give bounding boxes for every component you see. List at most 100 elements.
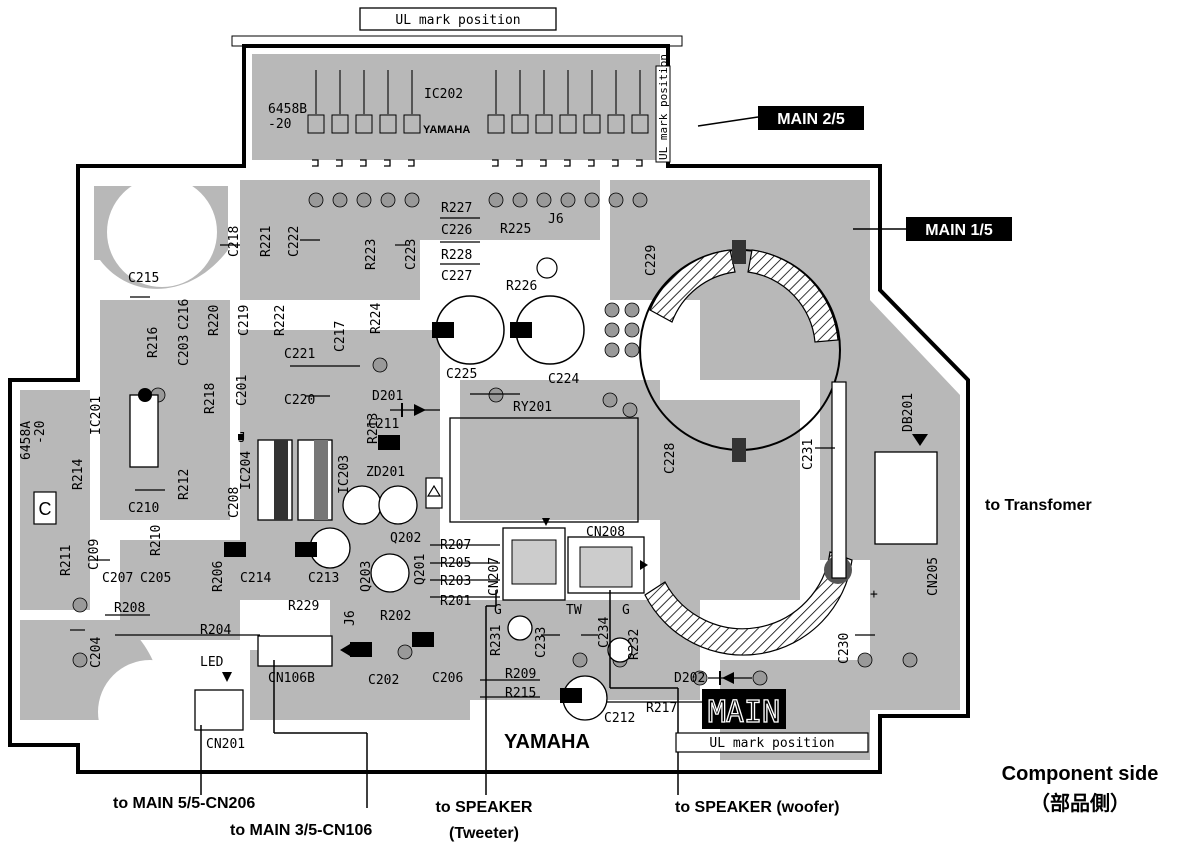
diode-d201 [390, 403, 440, 417]
svg-text:C: C [39, 499, 52, 519]
zener-zd201 [425, 477, 443, 509]
connector-cn201 [194, 672, 244, 731]
led-label: LED [200, 655, 224, 670]
svg-text:MAIN: MAIN [708, 695, 780, 730]
ref-c210: C210 [128, 501, 159, 516]
ref-r221: R221 [259, 226, 274, 257]
ref-db201: DB201 [901, 393, 916, 432]
component-side-label: Component side [1002, 763, 1159, 785]
ground-mark-1: G [494, 603, 502, 618]
ref-q201: Q201 [413, 554, 428, 585]
ref-c215: C215 [128, 271, 159, 286]
ref-zd201: ZD201 [366, 465, 405, 480]
capacitor-c224 [510, 295, 585, 365]
svg-text:UL mark position: UL mark position [657, 54, 670, 160]
connector-cn106b [257, 635, 350, 667]
part-number-6458a-rev: -20 [33, 421, 48, 444]
ref-d201: D201 [372, 389, 403, 404]
ref-r222: R222 [273, 305, 288, 336]
ref-r201: R201 [440, 594, 471, 609]
ref-c222: C222 [287, 226, 302, 257]
ref-r213: R213 [366, 413, 381, 444]
ref-q202: Q202 [390, 531, 421, 546]
ref-c204: C204 [89, 637, 104, 668]
callout-transformer: to Transfomer [985, 497, 1092, 514]
ref-c217: C217 [333, 321, 348, 352]
ref-r232: R232 [627, 629, 642, 660]
callout-main-5-5-cn206: to MAIN 5/5-CN206 [113, 795, 255, 812]
ref-c220: C220 [284, 393, 315, 408]
ref-ic201: IC201 [89, 396, 104, 435]
ref-r210: R210 [149, 525, 164, 556]
ref-r212: R212 [177, 469, 192, 500]
capacitor-c225 [432, 295, 505, 365]
ref-c223: C223 [404, 239, 419, 270]
ref-r217: R217 [646, 701, 677, 716]
ref-cn201: CN201 [206, 737, 245, 752]
ref-r202: R202 [380, 609, 411, 624]
ref-r229: R229 [288, 599, 319, 614]
svg-text:MAIN 1/5: MAIN 1/5 [925, 222, 993, 239]
svg-text:MAIN 2/5: MAIN 2/5 [777, 111, 845, 128]
ref-r216: R216 [146, 327, 161, 358]
ref-c225: C225 [446, 367, 477, 382]
silkscreen-lines [70, 217, 875, 703]
ul-mark-box-top: UL mark position [359, 7, 557, 31]
ref-r215: R215 [505, 686, 536, 701]
ref-c229: C229 [644, 245, 659, 276]
ref-r207: R207 [440, 538, 471, 553]
component-references: IC202 R227 C226 R228 C227 R225 J6 R226 C… [59, 87, 941, 752]
ref-ry201: RY201 [513, 400, 552, 415]
part-number-6458b-rev: -20 [268, 117, 291, 132]
ref-r224: R224 [369, 303, 384, 334]
ref-c209: C209 [87, 539, 102, 570]
vertical-ul-mark: UL mark position [655, 54, 671, 163]
ref-c233: C233 [534, 627, 549, 658]
main-stamp: MAIN [702, 689, 786, 731]
ref-c201: C201 [235, 375, 250, 406]
jumper-label: J [238, 431, 246, 446]
ref-r203: R203 [440, 574, 471, 589]
ref-r231: R231 [489, 625, 504, 656]
black-pads [224, 435, 582, 703]
callout-speaker-tweeter: to SPEAKER [436, 799, 533, 816]
ref-c230: C230 [837, 633, 852, 664]
ref-c231: C231 [801, 439, 816, 470]
ic204-heatsink [257, 439, 333, 521]
ref-c219: C219 [237, 305, 252, 336]
board-tag-main-2-5: MAIN 2/5 [758, 106, 864, 130]
ref-r208: R208 [114, 601, 145, 616]
ref-cn208: CN208 [586, 525, 625, 540]
ic202-leads [315, 70, 641, 115]
brand-yamaha-bottom: YAMAHA [504, 731, 590, 753]
part-number-6458b: 6458B [268, 102, 307, 117]
ref-c218: C218 [227, 226, 242, 257]
ref-q203: Q203 [359, 561, 374, 592]
ref-c206: C206 [432, 671, 463, 686]
board-tag-main-1-5: MAIN 1/5 [906, 217, 1012, 241]
connector-cn207 [502, 518, 566, 601]
ref-r220: R220 [207, 305, 222, 336]
c-marking-box: C [33, 491, 57, 525]
ref-cn106b: CN106B [268, 671, 315, 686]
callout-speaker-tweeter-sub: (Tweeter) [449, 825, 519, 842]
ref-cn205: CN205 [926, 557, 941, 596]
ref-c211: C211 [368, 417, 399, 432]
ref-ic202: IC202 [424, 87, 463, 102]
ref-r214: R214 [71, 459, 86, 490]
bridge-db201 [831, 381, 847, 579]
ground-mark-2: G [622, 603, 630, 618]
ref-j6-top: J6 [548, 212, 564, 227]
ref-c234: C234 [597, 617, 612, 648]
ul-mark-box-bottom: UL mark position [675, 732, 869, 753]
ref-c224: C224 [548, 372, 579, 387]
jumper-marks [312, 159, 643, 167]
ref-ic203: IC203 [337, 455, 352, 494]
ref-r227: R227 [441, 201, 472, 216]
ref-r209: R209 [505, 667, 536, 682]
plus-mark: + [870, 587, 878, 602]
ref-c205: C205 [140, 571, 171, 586]
ref-c202: C202 [368, 673, 399, 688]
part-number-6458a: 6458A [19, 421, 34, 460]
